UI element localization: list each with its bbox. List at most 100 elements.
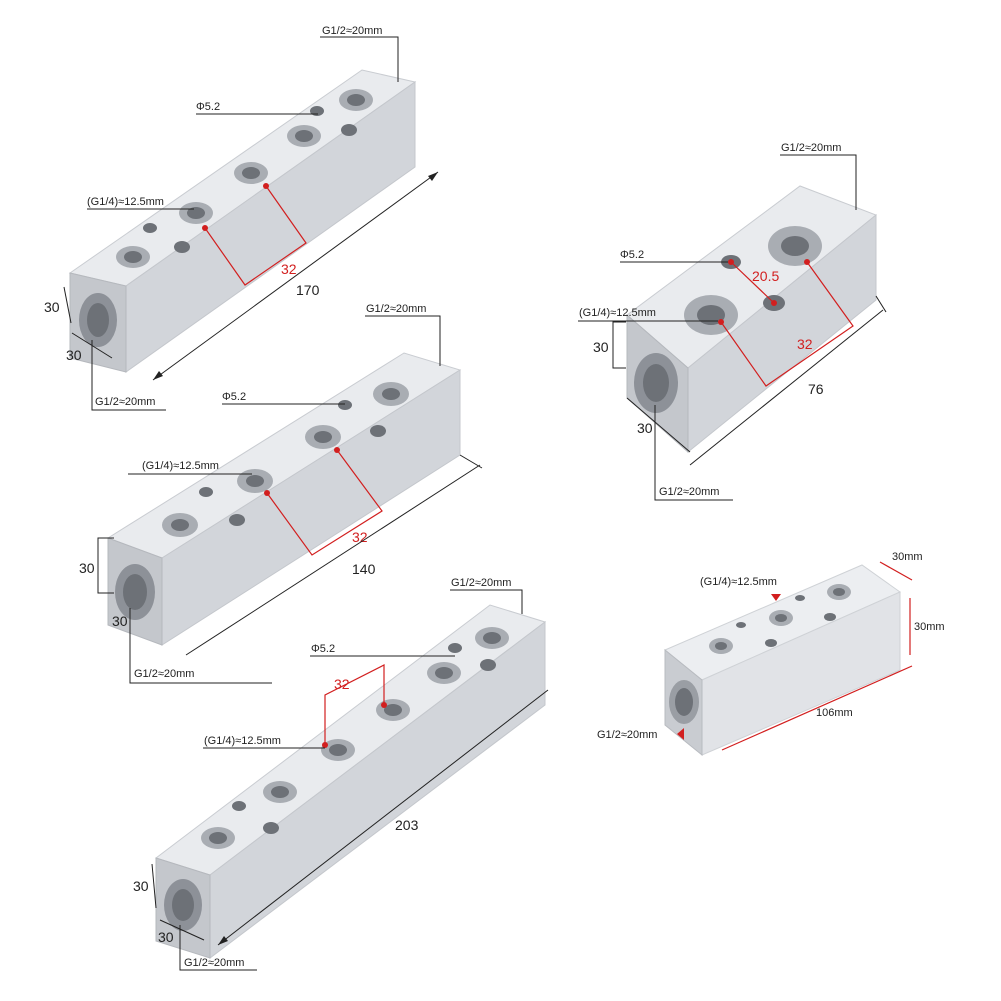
pitch-label: 32 bbox=[797, 336, 813, 352]
arrow-head bbox=[428, 172, 438, 181]
small-hole bbox=[480, 659, 496, 671]
outlet-marker bbox=[677, 728, 684, 740]
outlet-bottom-leader bbox=[179, 925, 257, 971]
port-hole-inner bbox=[246, 475, 264, 487]
port-hole-inner bbox=[382, 388, 400, 400]
depth-extension bbox=[626, 397, 691, 453]
length-dimension-line bbox=[721, 665, 913, 751]
small-hole bbox=[824, 613, 836, 621]
port-hole-inner bbox=[435, 667, 453, 679]
manifold-76: 20.5 32 76 30 30 G1/2≈20mm Φ5.2 (G1/4)≈1… bbox=[578, 142, 887, 501]
manifold-203: 32 203 30 30 G1/2≈20mm Φ5.2 (G1/4)≈12.5m… bbox=[133, 577, 549, 971]
manifold-170: 32 170 30 30 G1/2≈20mm Φ5.2 (G1/4)≈12.5m… bbox=[44, 25, 439, 411]
outlet-bottom-leader bbox=[654, 405, 733, 501]
outlet-bottom-label: G1/2≈20mm bbox=[134, 668, 194, 680]
arrow-head bbox=[218, 936, 228, 945]
length-extension bbox=[459, 454, 483, 469]
length-label: 170 bbox=[296, 282, 320, 298]
port-hole-inner bbox=[171, 519, 189, 531]
small-hole-label: Φ5.2 bbox=[620, 249, 644, 261]
pitch-dimension-line bbox=[266, 449, 383, 556]
port-hole-inner bbox=[483, 632, 501, 644]
small-hole bbox=[448, 643, 462, 653]
outlet-top-leader bbox=[780, 154, 857, 210]
outlet-port-inner bbox=[87, 303, 109, 337]
depth-dimension-line bbox=[159, 919, 205, 941]
height-dimension-line bbox=[63, 286, 72, 324]
height-dimension-line bbox=[612, 321, 626, 369]
port-hole-inner bbox=[295, 130, 313, 142]
outlet-top-leader bbox=[320, 36, 399, 82]
port-hole-inner bbox=[347, 94, 365, 106]
port-label: (G1/4)≈12.5mm bbox=[204, 735, 281, 747]
small-hole bbox=[232, 801, 246, 811]
length-label: 76 bbox=[808, 381, 824, 397]
port-label: (G1/4)≈12.5mm bbox=[579, 307, 656, 319]
port-hole-inner bbox=[329, 744, 347, 756]
depth-label: 30 bbox=[158, 929, 174, 945]
small-hole bbox=[338, 400, 352, 410]
pitch-dimension-line bbox=[204, 185, 307, 286]
pitch-dimension-line bbox=[324, 664, 385, 745]
manifold-106: 30mm 30mm 106mm (G1/4)≈12.5mm G1/2≈20mm bbox=[597, 551, 945, 757]
height-label: 30 bbox=[44, 299, 60, 315]
pitch-dimension-line bbox=[720, 261, 854, 387]
small-hole bbox=[765, 639, 777, 647]
port-label: (G1/4)≈12.5mm bbox=[142, 460, 219, 472]
width-dimension-line bbox=[879, 561, 913, 581]
width-label: 30mm bbox=[892, 551, 923, 563]
height-dimension-line bbox=[97, 537, 114, 594]
small-hole-label: Φ5.2 bbox=[222, 391, 246, 403]
port-hole-inner bbox=[775, 614, 787, 622]
length-label: 106mm bbox=[816, 707, 853, 719]
small-hole bbox=[143, 223, 157, 233]
small-hole bbox=[229, 514, 245, 526]
pitch-small-label: 20.5 bbox=[752, 268, 779, 284]
small-hole-label: Φ5.2 bbox=[196, 101, 220, 113]
height-label: 30mm bbox=[914, 621, 945, 633]
height-label: 30 bbox=[133, 878, 149, 894]
pitch-small-line bbox=[730, 261, 775, 304]
outlet-bottom-label: G1/2≈20mm bbox=[95, 396, 155, 408]
small-hole bbox=[795, 595, 805, 601]
height-label: 30 bbox=[79, 560, 95, 576]
small-hole bbox=[370, 425, 386, 437]
pitch-label: 32 bbox=[352, 529, 368, 545]
small-hole bbox=[199, 487, 213, 497]
outlet-bottom-label: G1/2≈20mm bbox=[184, 957, 244, 969]
pitch-label: 32 bbox=[281, 261, 297, 277]
length-label: 203 bbox=[395, 817, 419, 833]
port-hole-inner bbox=[697, 305, 725, 325]
small-hole-label: Φ5.2 bbox=[311, 643, 335, 655]
length-dimension-line bbox=[689, 309, 884, 466]
port-hole-inner bbox=[314, 431, 332, 443]
length-label: 140 bbox=[352, 561, 376, 577]
port-hole-inner bbox=[271, 786, 289, 798]
length-dimension-line bbox=[217, 689, 549, 946]
outlet-top-label: G1/2≈20mm bbox=[451, 577, 511, 589]
outlet-top-leader bbox=[365, 315, 441, 366]
outlet-port-inner bbox=[643, 364, 669, 402]
pitch-label: 32 bbox=[334, 676, 350, 692]
port-hole-inner bbox=[781, 236, 809, 256]
port-hole-inner bbox=[833, 588, 845, 596]
height-label: 30 bbox=[593, 339, 609, 355]
port-hole-inner bbox=[384, 704, 402, 716]
port-hole-inner bbox=[124, 251, 142, 263]
small-hole bbox=[174, 241, 190, 253]
length-dimension-line bbox=[185, 464, 481, 656]
outlet-bottom-leader bbox=[129, 608, 272, 684]
manifold-140: 32 140 30 30 G1/2≈20mm Φ5.2 (G1/4)≈12.5m… bbox=[79, 303, 483, 684]
arrow-head bbox=[153, 371, 163, 380]
outlet-port-inner bbox=[172, 889, 194, 921]
outlet-top-label: G1/2≈20mm bbox=[366, 303, 426, 315]
port-hole-inner bbox=[715, 642, 727, 650]
outlet-top-label: G1/2≈20mm bbox=[781, 142, 841, 154]
height-dimension-line bbox=[151, 863, 157, 909]
outlet-top-label: G1/2≈20mm bbox=[322, 25, 382, 37]
length-dimension-line bbox=[152, 171, 439, 381]
small-hole bbox=[341, 124, 357, 136]
port-hole-inner bbox=[209, 832, 227, 844]
outlet-port-inner bbox=[123, 574, 147, 610]
